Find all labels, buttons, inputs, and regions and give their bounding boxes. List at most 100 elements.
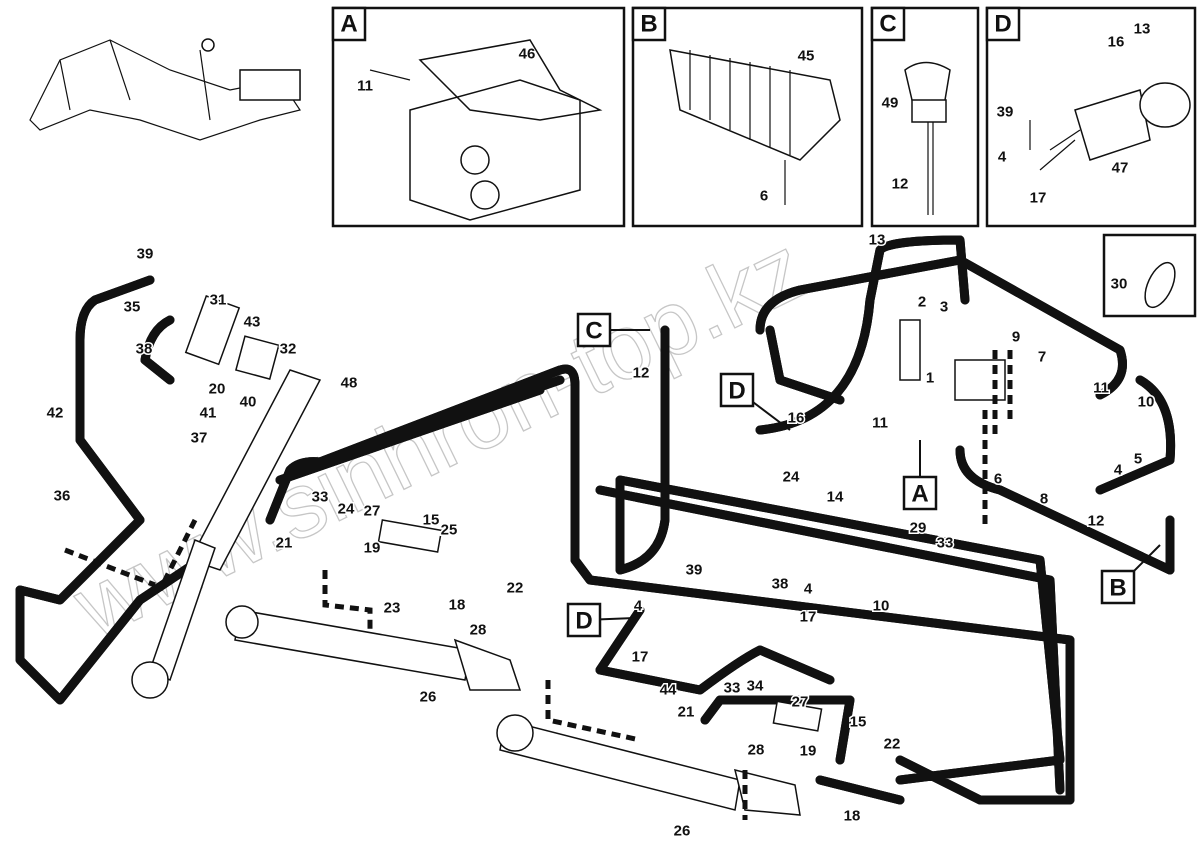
- detail-box-30: [1102, 233, 1197, 318]
- callout-21: 21: [678, 704, 695, 721]
- callout-3: 3: [940, 299, 948, 316]
- callout-11: 11: [1093, 380, 1109, 397]
- callout-33: 33: [312, 489, 329, 506]
- callout-28: 28: [470, 622, 487, 639]
- inset-letter-b: B: [640, 11, 657, 38]
- callout-39: 39: [137, 246, 154, 263]
- callout-31: 31: [210, 292, 227, 309]
- callout-12: 12: [892, 176, 909, 193]
- callout-27: 27: [364, 503, 381, 520]
- callout-26: 26: [420, 689, 437, 706]
- inset-d: [985, 6, 1197, 228]
- callout-23: 23: [384, 600, 401, 617]
- callout-4: 4: [634, 598, 643, 615]
- callout-38: 38: [136, 341, 153, 358]
- view-marker-box: [902, 475, 938, 511]
- callout-49: 49: [882, 95, 899, 112]
- view-marker-box: [576, 312, 612, 348]
- callout-6: 6: [994, 471, 1002, 488]
- inset-b: [631, 6, 864, 228]
- callout-13: 13: [869, 232, 886, 249]
- view-markers: C D A D B: [566, 312, 1161, 638]
- view-marker-box: [566, 602, 602, 638]
- callout-11: 11: [357, 78, 373, 95]
- callout-16: 16: [1108, 34, 1125, 51]
- callout-18: 18: [449, 597, 466, 614]
- callout-34: 34: [747, 678, 764, 695]
- view-marker-c: C: [585, 318, 602, 345]
- callout-20: 20: [209, 381, 226, 398]
- callout-28: 28: [748, 742, 765, 759]
- view-marker-d: D: [728, 378, 745, 405]
- callout-42: 42: [47, 405, 64, 422]
- callout-16: 16: [788, 410, 805, 427]
- callout-22: 22: [507, 580, 524, 597]
- callout-25: 25: [441, 522, 458, 539]
- callout-15: 15: [850, 714, 867, 731]
- callout-36: 36: [54, 488, 71, 505]
- callout-24: 24: [338, 501, 355, 518]
- callout-12: 12: [633, 365, 650, 382]
- callout-5: 5: [1134, 451, 1142, 468]
- callout-32: 32: [280, 341, 297, 358]
- callout-33: 33: [724, 680, 741, 697]
- callout-19: 19: [800, 743, 817, 760]
- view-marker-a: A: [911, 481, 928, 508]
- inset-letter-d: D: [994, 11, 1011, 38]
- callout-41: 41: [200, 405, 217, 422]
- callout-44: 44: [660, 682, 677, 699]
- inset-c: [870, 6, 980, 228]
- callout-24: 24: [783, 469, 800, 486]
- callout-6: 6: [760, 188, 768, 205]
- callout-11: 11: [872, 415, 888, 432]
- callout-47: 47: [1112, 160, 1129, 177]
- callout-21: 21: [276, 535, 293, 552]
- callout-19: 19: [364, 540, 381, 557]
- callout-8: 8: [1040, 491, 1048, 508]
- callout-37: 37: [191, 430, 208, 447]
- view-marker-d: D: [575, 608, 592, 635]
- callout-39: 39: [997, 104, 1014, 121]
- callout-30: 30: [1111, 276, 1128, 293]
- inset-letter-a: A: [340, 11, 357, 38]
- callout-7: 7: [1038, 349, 1046, 366]
- view-marker-b: B: [1109, 575, 1126, 602]
- callout-48: 48: [341, 375, 358, 392]
- callout-43: 43: [244, 314, 261, 331]
- callout-12: 12: [1088, 513, 1105, 530]
- callout-39: 39: [686, 562, 703, 579]
- callout-4: 4: [1114, 462, 1123, 479]
- callout-17: 17: [800, 609, 817, 626]
- view-marker-box: [719, 372, 755, 408]
- callout-17: 17: [1030, 190, 1047, 207]
- callout-17: 17: [632, 649, 649, 666]
- callout-26: 26: [674, 823, 691, 840]
- inset-a: [331, 6, 626, 228]
- callout-38: 38: [772, 576, 789, 593]
- callout-10: 10: [1138, 394, 1155, 411]
- callout-45: 45: [798, 48, 815, 65]
- overview-thumbnail: [29, 38, 301, 141]
- callout-27: 27: [792, 694, 809, 711]
- callout-15: 15: [423, 512, 440, 529]
- callout-4: 4: [804, 581, 813, 598]
- callout-13: 13: [1134, 21, 1151, 38]
- callout-22: 22: [884, 736, 901, 753]
- view-marker-box: [1100, 569, 1136, 605]
- callout-9: 9: [1012, 329, 1020, 346]
- callout-40: 40: [240, 394, 257, 411]
- dashed-hose-clamps: [64, 350, 1013, 820]
- callout-18: 18: [844, 808, 861, 825]
- callout-29: 29: [910, 520, 927, 537]
- callout-1: 1: [926, 370, 934, 387]
- inset-letter-c: C: [879, 11, 896, 38]
- callout-46: 46: [519, 46, 536, 63]
- callout-14: 14: [827, 489, 844, 506]
- pipe-network: [15, 235, 1171, 805]
- callout-4: 4: [998, 149, 1007, 166]
- callout-2: 2: [918, 294, 926, 311]
- callout-10: 10: [873, 598, 890, 615]
- callout-33: 33: [937, 535, 954, 552]
